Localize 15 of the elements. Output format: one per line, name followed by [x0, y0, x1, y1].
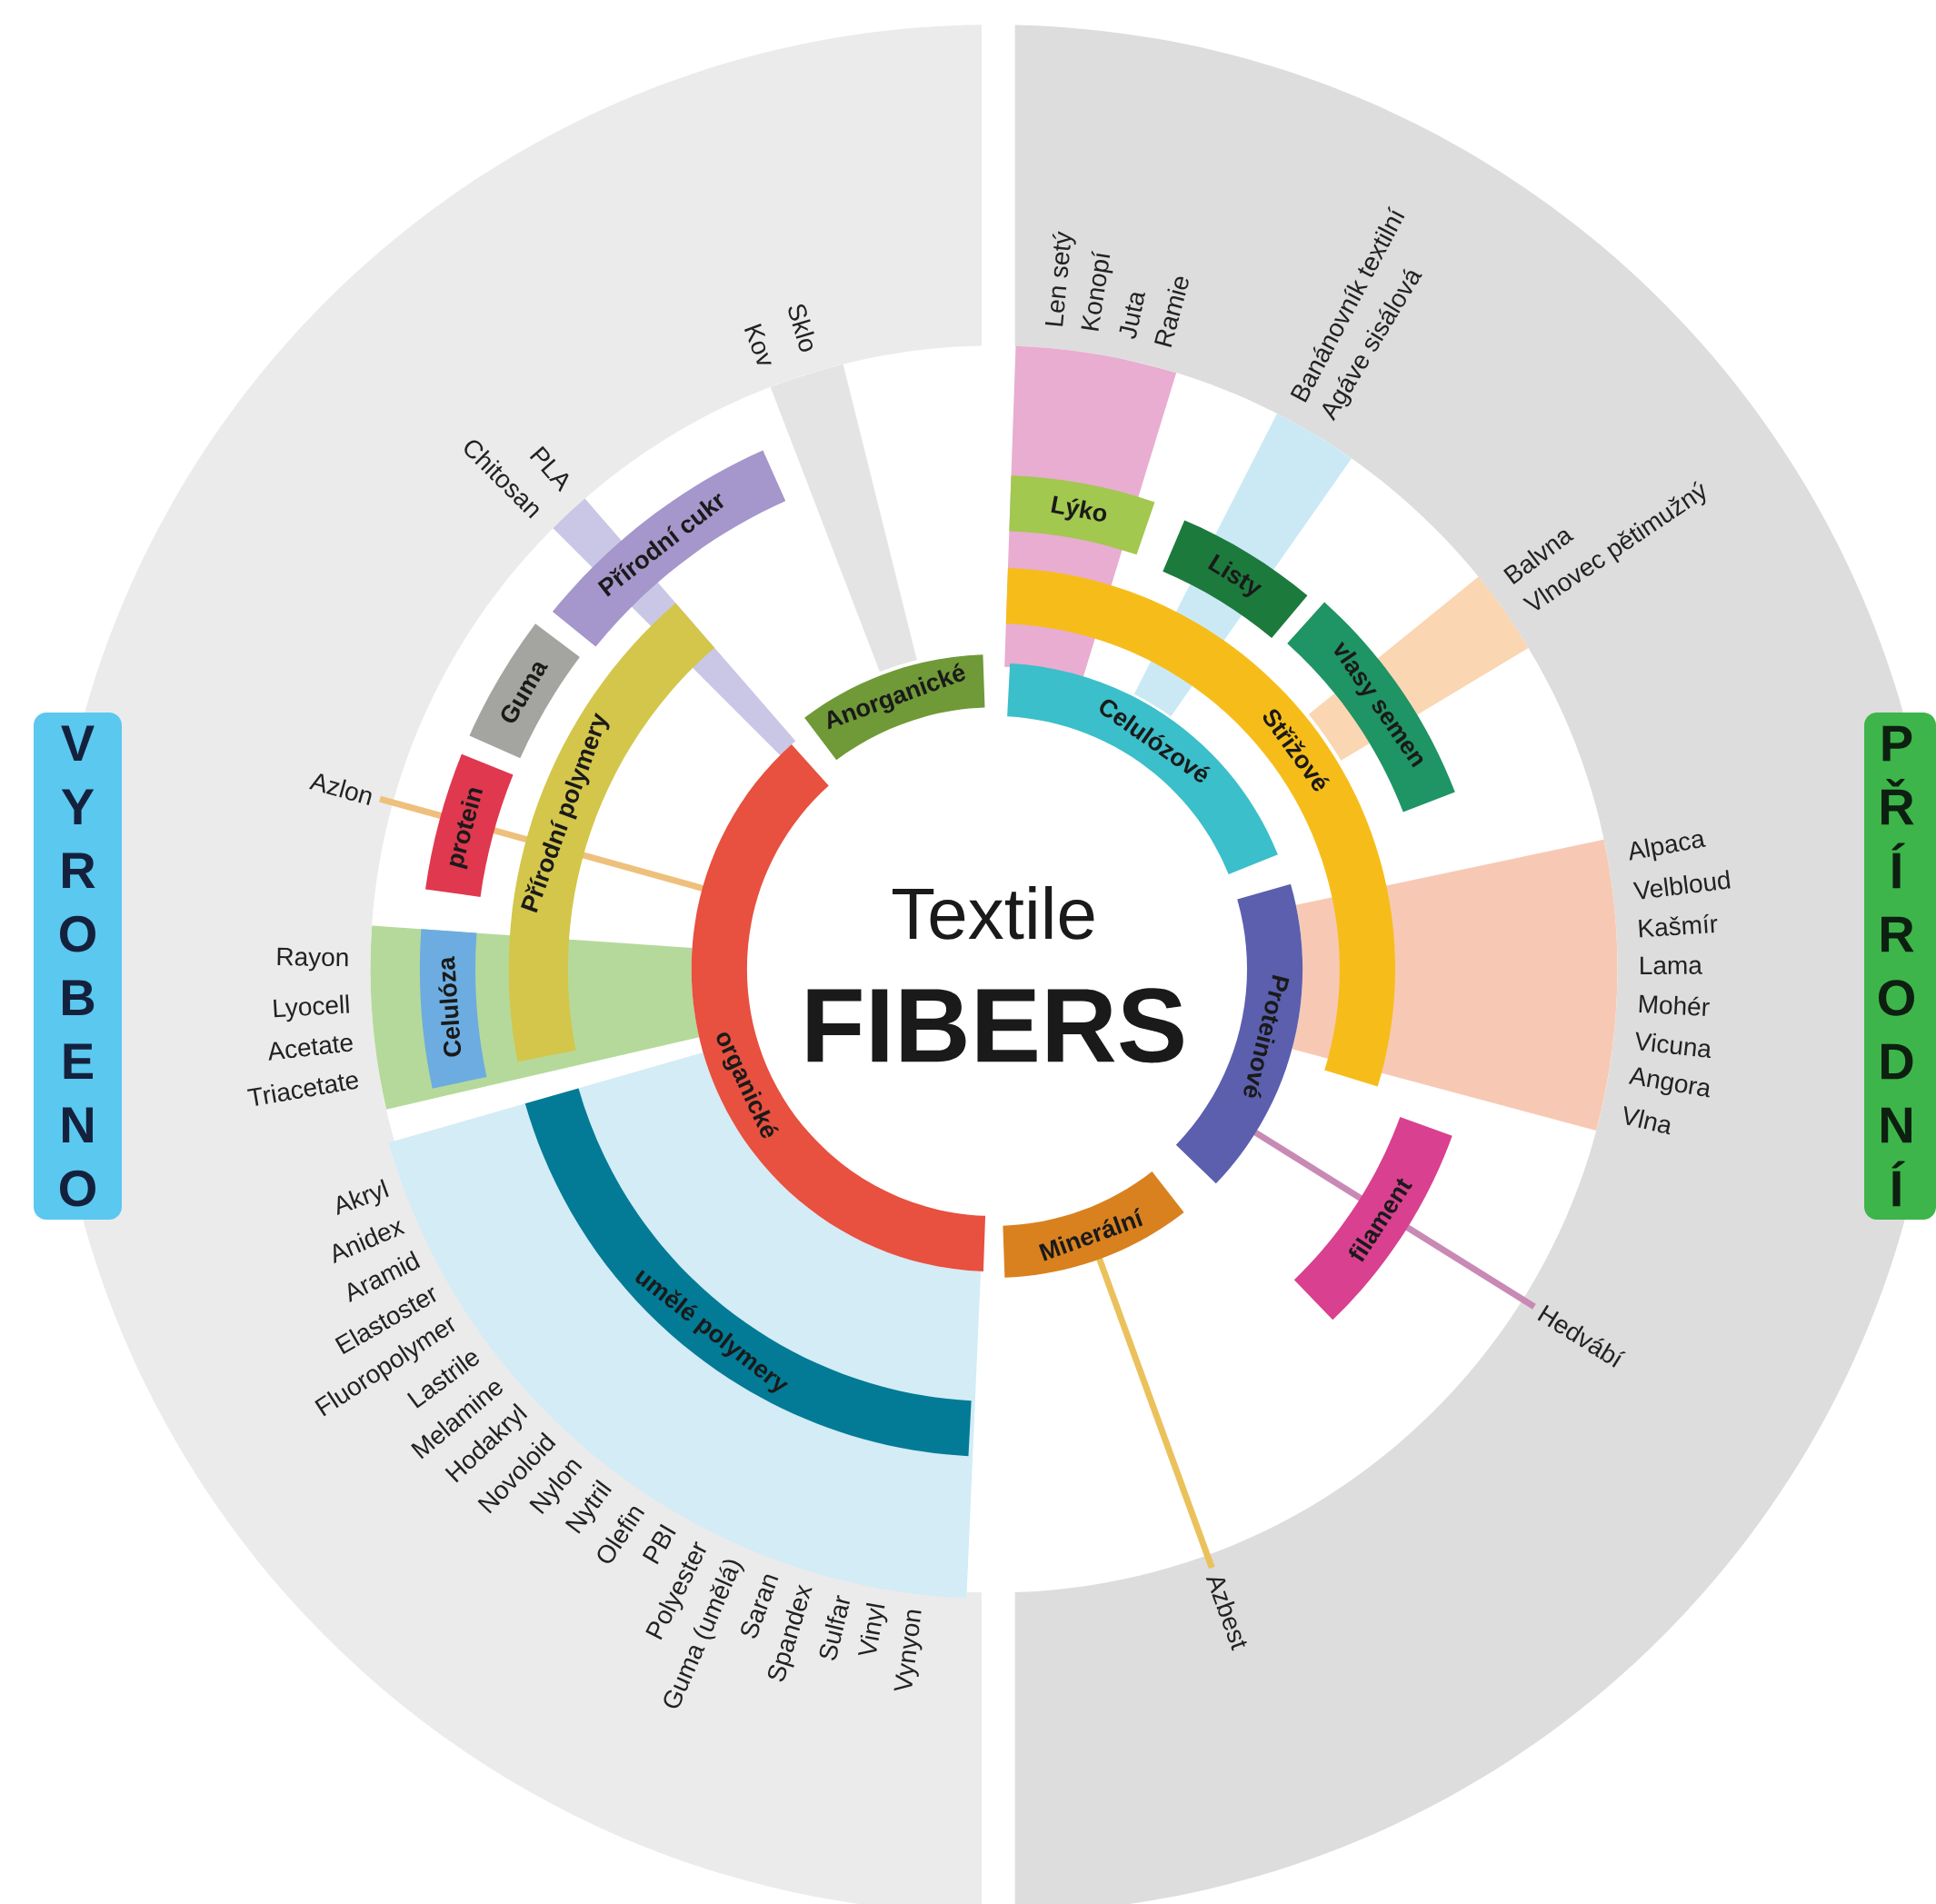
fiber-label: Sulfar [819, 1594, 850, 1660]
fiber-label: Lyocell [274, 994, 349, 1022]
leader-line [1095, 1255, 1215, 1570]
side-label-box: PŘÍRODNÍ [1864, 713, 1936, 1220]
fiber-label: Akryl [337, 1179, 389, 1215]
fiber-label: Kov [743, 323, 772, 364]
arc-band: protein [425, 753, 514, 897]
fiber-label: Azlon [308, 773, 372, 805]
side-label-box: VYROBENO [34, 713, 122, 1220]
fiber-label: Azbest [1205, 1578, 1247, 1651]
fiber-label: Triacetate [247, 1074, 359, 1106]
fiber-label: Lama [1641, 956, 1702, 975]
fiber-label: Juta [1119, 293, 1145, 339]
fiber-label: Ramie [1154, 276, 1189, 347]
fiber-label: Acetate [268, 1036, 353, 1061]
